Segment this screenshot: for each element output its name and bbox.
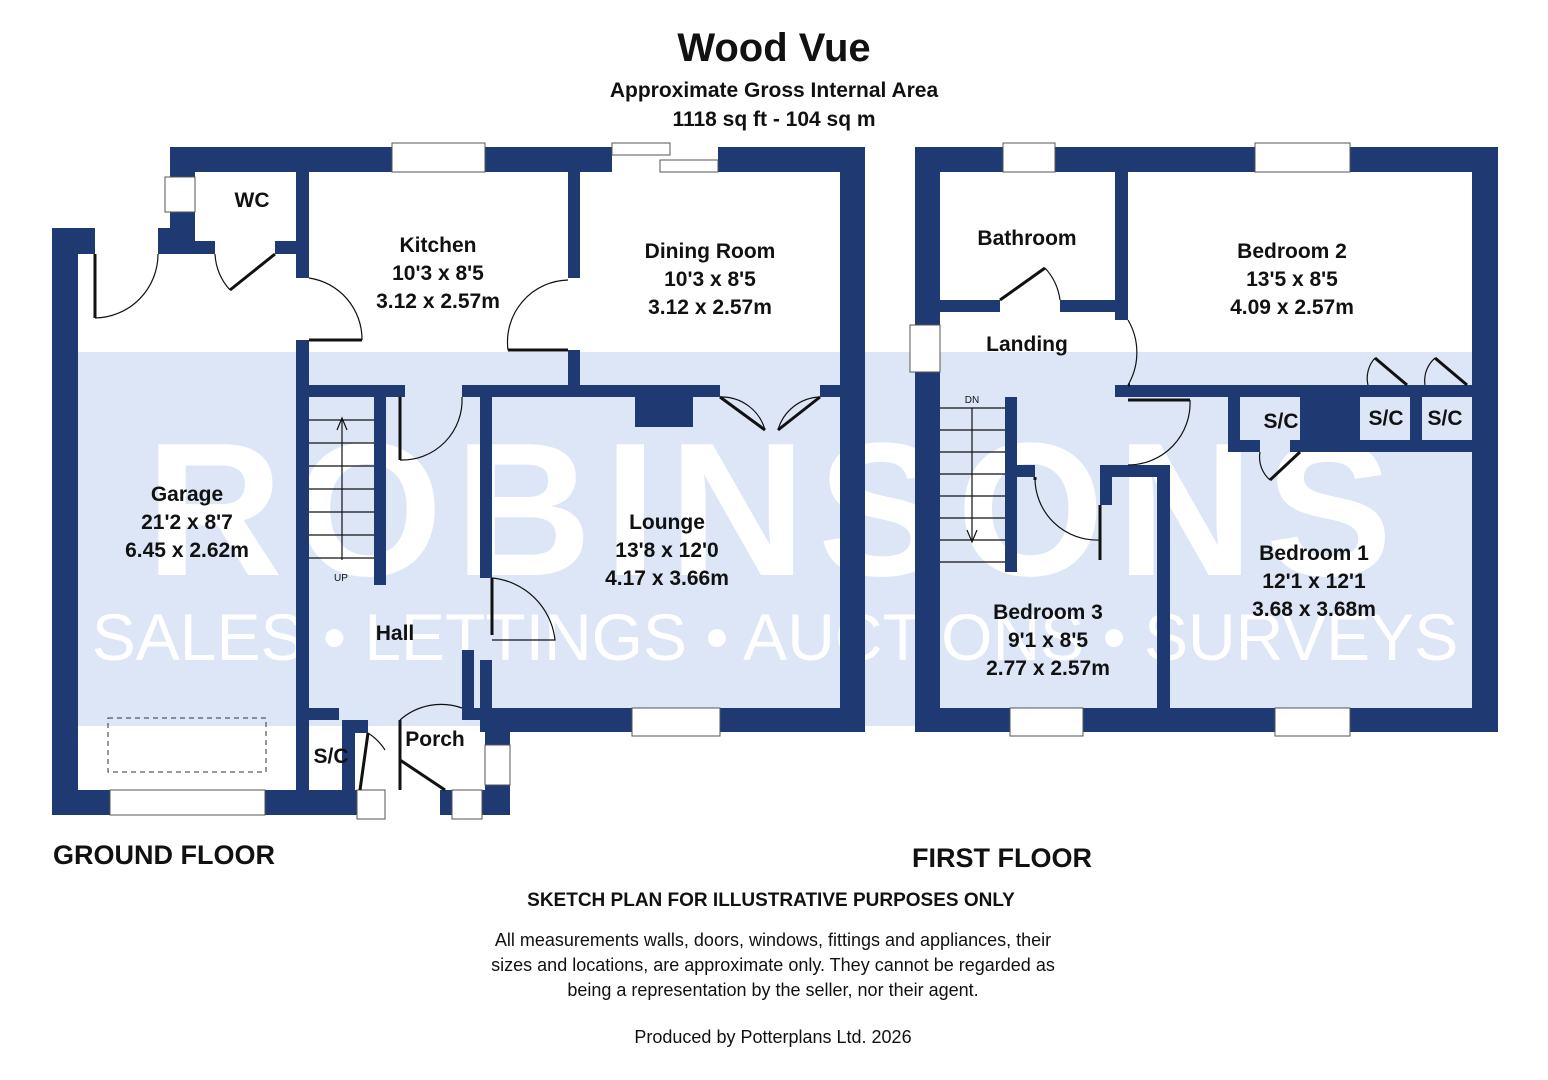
svg-text:2.77 x 2.57m: 2.77 x 2.57m <box>986 657 1110 680</box>
svg-text:13'5 x 8'5: 13'5 x 8'5 <box>1246 268 1338 291</box>
room-hall: Hall <box>376 622 415 645</box>
room-sc-3: S/C <box>1427 407 1462 430</box>
svg-text:12'1 x 12'1: 12'1 x 12'1 <box>1262 570 1366 593</box>
room-kitchen: Kitchen <box>399 234 476 257</box>
svg-text:3.12 x 2.57m: 3.12 x 2.57m <box>376 290 500 313</box>
ground-floor-doors <box>93 252 821 792</box>
svg-text:3.68 x 3.68m: 3.68 x 3.68m <box>1252 598 1376 621</box>
disclaimer-text: All measurements walls, doors, windows, … <box>0 928 1546 1003</box>
room-bedroom1: Bedroom 1 <box>1259 542 1369 565</box>
room-bathroom: Bathroom <box>977 227 1076 250</box>
watermark-tagline: SALES • LETTINGS • AUCTIONS • SURVEYS <box>92 600 1458 674</box>
svg-text:10'3 x 8'5: 10'3 x 8'5 <box>392 262 484 285</box>
room-dining: Dining Room <box>645 240 776 263</box>
ground-room-labels: WC Kitchen 10'3 x 8'5 3.12 x 2.57m Dinin… <box>125 189 775 768</box>
room-bedroom2: Bedroom 2 <box>1237 240 1347 263</box>
room-sc-1: S/C <box>1263 410 1298 433</box>
first-floor-doors <box>999 266 1468 560</box>
stairs-down-label: DN <box>965 395 979 406</box>
svg-text:3.12 x 2.57m: 3.12 x 2.57m <box>648 296 772 319</box>
disclaimer-line: being a representation by the seller, no… <box>567 980 979 1000</box>
first-stairs: DN <box>940 395 1005 563</box>
disclaimer-line: sizes and locations, are approximate onl… <box>491 955 1055 975</box>
room-sc: S/C <box>313 745 348 768</box>
svg-text:21'2 x 8'7: 21'2 x 8'7 <box>141 511 233 534</box>
ground-floor-walls <box>52 147 865 815</box>
watermark-band <box>52 352 1498 726</box>
first-room-labels: Bathroom Landing Bedroom 2 13'5 x 8'5 4.… <box>977 227 1462 680</box>
first-floor-label: FIRST FLOOR <box>912 843 1092 873</box>
stairs-up-label: UP <box>334 573 348 584</box>
room-porch: Porch <box>405 728 465 751</box>
first-floor-windows <box>909 142 1351 737</box>
svg-text:4.17 x 3.66m: 4.17 x 3.66m <box>605 567 729 590</box>
room-garage: Garage <box>151 483 223 506</box>
watermark-brand: ROBINSONS <box>146 404 1405 616</box>
producer-credit: Produced by Potterplans Ltd. 2026 <box>634 1027 912 1047</box>
ground-stairs: UP <box>309 416 374 584</box>
plan-title: Wood Vue <box>677 26 871 70</box>
svg-text:10'3 x 8'5: 10'3 x 8'5 <box>664 268 756 291</box>
ground-floor-label: GROUND FLOOR <box>53 840 275 870</box>
ground-floor-windows <box>107 142 721 820</box>
svg-text:13'8 x 12'0: 13'8 x 12'0 <box>615 539 718 562</box>
gross-area: 1118 sq ft - 104 sq m <box>672 108 876 131</box>
room-sc-2: S/C <box>1368 407 1403 430</box>
room-bedroom3: Bedroom 3 <box>993 601 1103 624</box>
svg-text:9'1 x 8'5: 9'1 x 8'5 <box>1008 629 1088 652</box>
svg-text:4.09 x 2.57m: 4.09 x 2.57m <box>1230 296 1354 319</box>
first-floor-walls <box>915 147 1498 732</box>
plan-subtitle: Approximate Gross Internal Area <box>609 79 939 102</box>
svg-text:6.45 x 2.62m: 6.45 x 2.62m <box>125 539 249 562</box>
room-lounge: Lounge <box>629 511 705 534</box>
disclaimer-title: SKETCH PLAN FOR ILLUSTRATIVE PURPOSES ON… <box>527 890 1015 911</box>
room-wc: WC <box>235 189 270 212</box>
room-landing: Landing <box>986 333 1068 356</box>
disclaimer-line: All measurements walls, doors, windows, … <box>494 930 1052 950</box>
